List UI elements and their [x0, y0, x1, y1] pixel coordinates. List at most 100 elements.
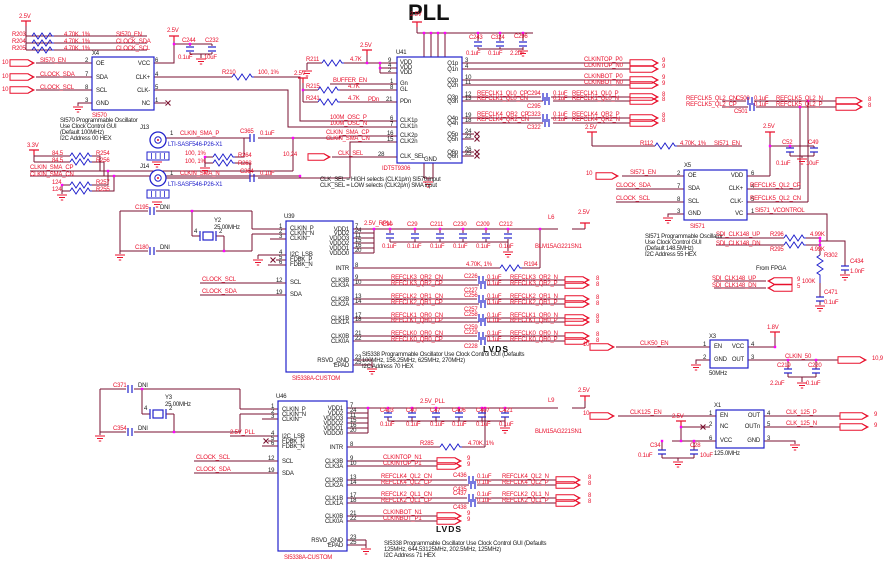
junction-dot — [188, 42, 192, 46]
net-label: 124 — [52, 180, 62, 186]
text-label: SCL — [688, 199, 700, 205]
net-label: CLOCK_SCL — [196, 455, 231, 461]
junction-dot — [521, 31, 525, 35]
net-label: 0.1uF — [487, 337, 502, 343]
net-label: CLK50_EN — [640, 341, 668, 347]
text-label: INTR — [336, 266, 350, 272]
junction-dot — [503, 406, 507, 410]
ic-box — [285, 220, 354, 373]
junction-dot — [483, 406, 487, 410]
junction-dot — [413, 227, 417, 231]
net-label: 4.99K — [810, 247, 825, 253]
net-label: 0.1uF — [754, 102, 769, 108]
junction-dot — [806, 99, 810, 103]
part-number-label: LTI-SASF546-P26-X1 — [168, 142, 223, 148]
net-label: REFCLK2_QR1_P — [510, 300, 558, 306]
net-label: 4.7K — [348, 96, 360, 102]
text-label: GND — [424, 157, 438, 163]
net-label: CLKINTOP_N1 — [383, 455, 423, 461]
power-tap — [765, 131, 775, 137]
text-label: INTR — [330, 445, 344, 451]
net-label: C438 — [453, 505, 467, 511]
net-label: REFCLK4_QL2_P — [502, 480, 549, 486]
text-label: CLK- — [730, 199, 743, 205]
text-label: CLK0B — [325, 514, 343, 520]
page-connector-chevron — [582, 276, 591, 284]
net-label: 2.5V — [19, 14, 31, 20]
ground-symbol — [253, 259, 263, 266]
text-label: 8 — [350, 442, 354, 448]
text-label: 11 — [465, 80, 472, 86]
net-label: C232 — [205, 38, 219, 44]
page-connector-chevron — [651, 59, 660, 67]
net-label: REFCLK1_QR0_P — [510, 318, 558, 324]
net-label: 3.3V — [27, 143, 39, 149]
net-label: C295 — [527, 104, 541, 110]
net-label: 0.1uF — [430, 422, 445, 428]
ic-box — [396, 56, 463, 164]
junction-dot — [436, 31, 440, 35]
ground-symbol — [361, 548, 371, 555]
text-label: 15 — [355, 238, 362, 244]
net-label: C371 — [113, 383, 127, 389]
net-label: 9 — [662, 75, 666, 81]
text-label: VDD — [400, 65, 413, 71]
ground-symbol — [200, 167, 210, 174]
net-label: C257 — [464, 307, 478, 313]
text-label: 1 — [170, 171, 174, 177]
junction-dot — [386, 406, 390, 410]
power-tap — [580, 395, 590, 401]
net-label: 0.1uF — [452, 422, 467, 428]
power-tap — [587, 131, 597, 137]
junction-dot — [172, 430, 176, 434]
net-label: C364 — [240, 169, 254, 175]
text-label: CLK3B — [325, 459, 343, 465]
net-label: REFCLK0_QR0_N — [510, 331, 558, 337]
text-label: 8 — [677, 197, 681, 203]
text-label: 23 — [465, 134, 472, 140]
text-label: SDA — [290, 292, 302, 298]
junction-dot — [172, 42, 176, 46]
page-connector-chevron — [573, 476, 582, 484]
resistor — [31, 46, 54, 54]
sma-connector-inner — [154, 174, 162, 182]
text-label: 15 — [350, 418, 357, 424]
net-label: 100K — [802, 279, 815, 285]
net-label: 0.1uF — [553, 117, 568, 123]
net-label: REFCLK5_QL2_CN — [750, 196, 801, 202]
page-connector-chevron — [651, 119, 660, 127]
ic-box — [683, 169, 748, 221]
section-label: LVDS — [436, 524, 462, 534]
net-label: 0.1uF — [487, 275, 502, 281]
wire — [258, 135, 397, 139]
ground-symbol — [115, 254, 125, 261]
page-connector-chevron — [859, 356, 868, 364]
net-label: CLKIN_SMA_CN — [326, 136, 370, 142]
text-label: 2 — [219, 229, 223, 235]
net-label: SI570 — [92, 113, 108, 119]
net-label: 8 — [596, 338, 600, 344]
net-label: REFCLK2_QL1_CP — [381, 498, 432, 504]
text-label: 100MHz, 156.25MHz, 625MHz, 270MHz) — [362, 358, 465, 364]
net-label: 2.5V — [410, 12, 422, 18]
wire — [154, 89, 397, 128]
junction-dot — [768, 144, 772, 148]
text-label: 21 — [386, 97, 393, 103]
net-label: CLKINBOT_P1 — [383, 516, 422, 522]
text-label: 3 — [271, 414, 275, 420]
net-label: CLKIN_SMA_CP — [326, 130, 369, 136]
text-label: CLKIN — [290, 236, 307, 242]
page-connector-chevron — [582, 332, 591, 340]
net-label: CLOCK_SCL — [116, 46, 151, 52]
net-label: CLOCK_SDA — [202, 289, 237, 295]
net-label: C324 — [491, 35, 505, 41]
text-label: 9 — [350, 456, 354, 462]
net-label: 4.7K — [350, 57, 362, 63]
text-label: Q1p — [447, 61, 459, 67]
junction-dot — [660, 439, 664, 443]
page-connector-chevron — [573, 481, 582, 489]
ic-box — [715, 409, 765, 449]
net-label: CLK125_EN — [630, 410, 662, 416]
text-label: X1 — [714, 403, 722, 409]
net-label: REFCLK3_QR2_CN — [391, 275, 443, 281]
